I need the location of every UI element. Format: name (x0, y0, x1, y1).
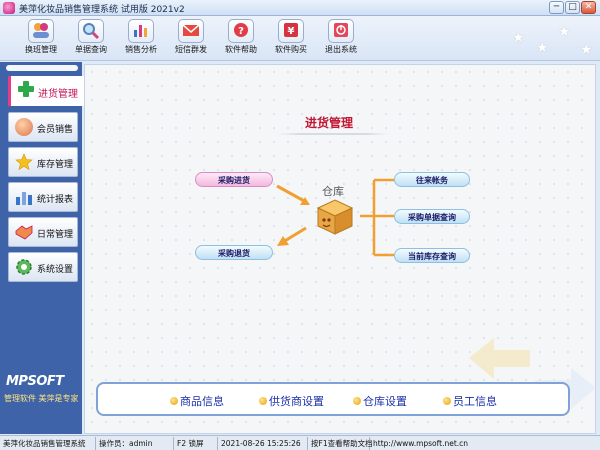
quick-links-bar (96, 382, 570, 416)
toolbar-sales-analysis-button[interactable]: 销售分析 (118, 19, 164, 59)
minimize-button[interactable]: ─ (549, 1, 564, 14)
toolbar-label: 软件购买 (275, 45, 307, 54)
svg-text:?: ? (238, 26, 244, 37)
sidebar-item-label: 进货管理 (38, 89, 78, 100)
accounts-button[interactable]: 往来帐务 (394, 172, 470, 187)
bullet-icon (259, 397, 267, 405)
star-icon (15, 153, 33, 171)
slogan: 管理软件 美萍是专家 (4, 394, 79, 403)
quick-link-label: 商品信息 (180, 395, 224, 408)
toolbar-label: 单据查询 (75, 45, 107, 54)
bullet-icon (170, 397, 178, 405)
title-bar: 美萍化妆品销售管理系统 试用版 2021v2 ─ □ ✕ (0, 0, 600, 16)
svg-text:¥: ¥ (288, 26, 295, 37)
purchase-document-query-button[interactable]: 采购单据查询 (394, 209, 470, 224)
toolbar-label: 短信群发 (175, 45, 207, 54)
status-bar: 美萍化妆品销售管理系统 操作员：admin F2 锁屏 2021-08-26 1… (0, 435, 600, 450)
warehouse-box-icon (314, 196, 356, 236)
handshake-icon (15, 223, 33, 241)
bar-chart-icon (128, 19, 154, 43)
sidebar-item-inventory[interactable]: 库存管理 (8, 147, 78, 177)
toolbar: 换班管理 单据查询 销售分析 短信群发 ? 软件帮助 ¥ 软件购买 退出系统 (0, 16, 600, 61)
warehouse-label: 仓库 (322, 185, 344, 198)
status-website: http://www.mpsoft.net.cn (373, 439, 469, 448)
help-icon: ? (228, 19, 254, 43)
quick-link-label: 供货商设置 (269, 395, 324, 408)
quick-link-warehouse-settings[interactable]: 仓库设置 (353, 393, 407, 409)
star-decoration: ★ (512, 30, 525, 46)
sidebar-item-purchase-management[interactable]: 进货管理 (8, 76, 84, 106)
maximize-button[interactable]: □ (565, 1, 580, 14)
quick-link-label: 员工信息 (453, 395, 497, 408)
bullet-icon (443, 397, 451, 405)
bullet-icon (353, 397, 361, 405)
toolbar-purchase-software-button[interactable]: ¥ 软件购买 (268, 19, 314, 59)
toolbar-document-query-button[interactable]: 单据查询 (68, 19, 114, 59)
sidebar-top-strip (6, 65, 78, 71)
star-decoration: ★ (558, 24, 571, 40)
plus-icon (17, 80, 35, 98)
sidebar-item-label: 系统设置 (37, 265, 74, 275)
sidebar-item-label: 统计报表 (37, 195, 74, 205)
toolbar-label: 退出系统 (325, 45, 357, 54)
purchase-return-button[interactable]: 采购退货 (195, 245, 273, 260)
close-button[interactable]: ✕ (581, 1, 596, 14)
toolbar-label: 销售分析 (125, 45, 157, 54)
toolbar-exit-button[interactable]: 退出系统 (318, 19, 364, 59)
quick-link-supplier-settings[interactable]: 供货商设置 (259, 393, 324, 409)
toolbar-shift-management-button[interactable]: 换班管理 (18, 19, 64, 59)
toolbar-sms-broadcast-button[interactable]: 短信群发 (168, 19, 214, 59)
page-title: 进货管理 (305, 116, 354, 130)
main-panel (84, 64, 596, 434)
star-decoration: ★ (536, 40, 549, 56)
title-divider (278, 133, 388, 135)
magnifier-icon (78, 19, 104, 43)
quick-link-label: 仓库设置 (363, 395, 407, 408)
status-lock-hint: F2 锁屏 (174, 437, 218, 450)
report-icon (15, 188, 33, 206)
envelope-icon (178, 19, 204, 43)
sidebar: 进货管理 会员销售 库存管理 统计报表 日常管理 系统设置 MPSOFT 管理软… (0, 62, 84, 434)
status-operator: 操作员：admin (96, 437, 174, 450)
gear-icon (15, 258, 33, 276)
status-help-hint: 按F1查看帮助文档 (308, 437, 373, 450)
window-title: 美萍化妆品销售管理系统 试用版 2021v2 (19, 5, 185, 15)
user-switch-icon (28, 19, 54, 43)
sidebar-item-system-settings[interactable]: 系统设置 (8, 252, 78, 282)
purchase-in-button[interactable]: 采购进货 (195, 172, 273, 187)
yen-icon: ¥ (278, 19, 304, 43)
toolbar-label: 软件帮助 (225, 45, 257, 54)
exit-icon (328, 19, 354, 43)
toolbar-label: 换班管理 (25, 45, 57, 54)
member-icon (15, 118, 33, 136)
sidebar-item-daily-management[interactable]: 日常管理 (8, 217, 78, 247)
sidebar-item-reports[interactable]: 统计报表 (8, 182, 78, 212)
sidebar-item-label: 会员销售 (37, 125, 74, 135)
toolbar-help-button[interactable]: ? 软件帮助 (218, 19, 264, 59)
app-icon (3, 2, 15, 14)
current-stock-query-button[interactable]: 当前库存查询 (394, 248, 470, 263)
status-app-name: 美萍化妆品销售管理系统 (0, 437, 96, 450)
sidebar-item-member-sales[interactable]: 会员销售 (8, 112, 78, 142)
sidebar-item-label: 库存管理 (37, 160, 74, 170)
mpsoft-logo: MPSOFT (6, 374, 64, 389)
star-decoration: ★ (580, 42, 593, 58)
status-datetime: 2021-08-26 15:25:26 (218, 437, 308, 450)
sidebar-item-label: 日常管理 (37, 230, 74, 240)
quick-link-staff-info[interactable]: 员工信息 (443, 393, 497, 409)
quick-link-product-info[interactable]: 商品信息 (170, 393, 224, 409)
